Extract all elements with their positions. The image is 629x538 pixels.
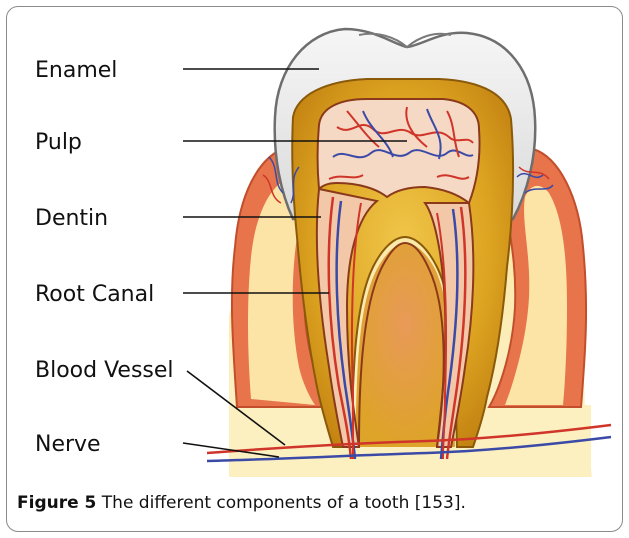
figure-caption: Figure 5 The different components of a t… <box>17 493 466 513</box>
tooth-diagram: Enamel Pulp Dentin Root Canal Blood Vess… <box>7 7 622 531</box>
label-blood-vessel: Blood Vessel <box>35 358 174 383</box>
label-root-canal: Root Canal <box>35 282 154 307</box>
label-dentin: Dentin <box>35 206 108 231</box>
figure-number: Figure 5 <box>17 493 96 513</box>
label-enamel: Enamel <box>35 58 117 83</box>
label-pulp: Pulp <box>35 130 82 155</box>
caption-text: The different components of a tooth [153… <box>102 493 466 513</box>
label-nerve: Nerve <box>35 432 101 457</box>
figure-frame: Enamel Pulp Dentin Root Canal Blood Vess… <box>6 6 623 532</box>
